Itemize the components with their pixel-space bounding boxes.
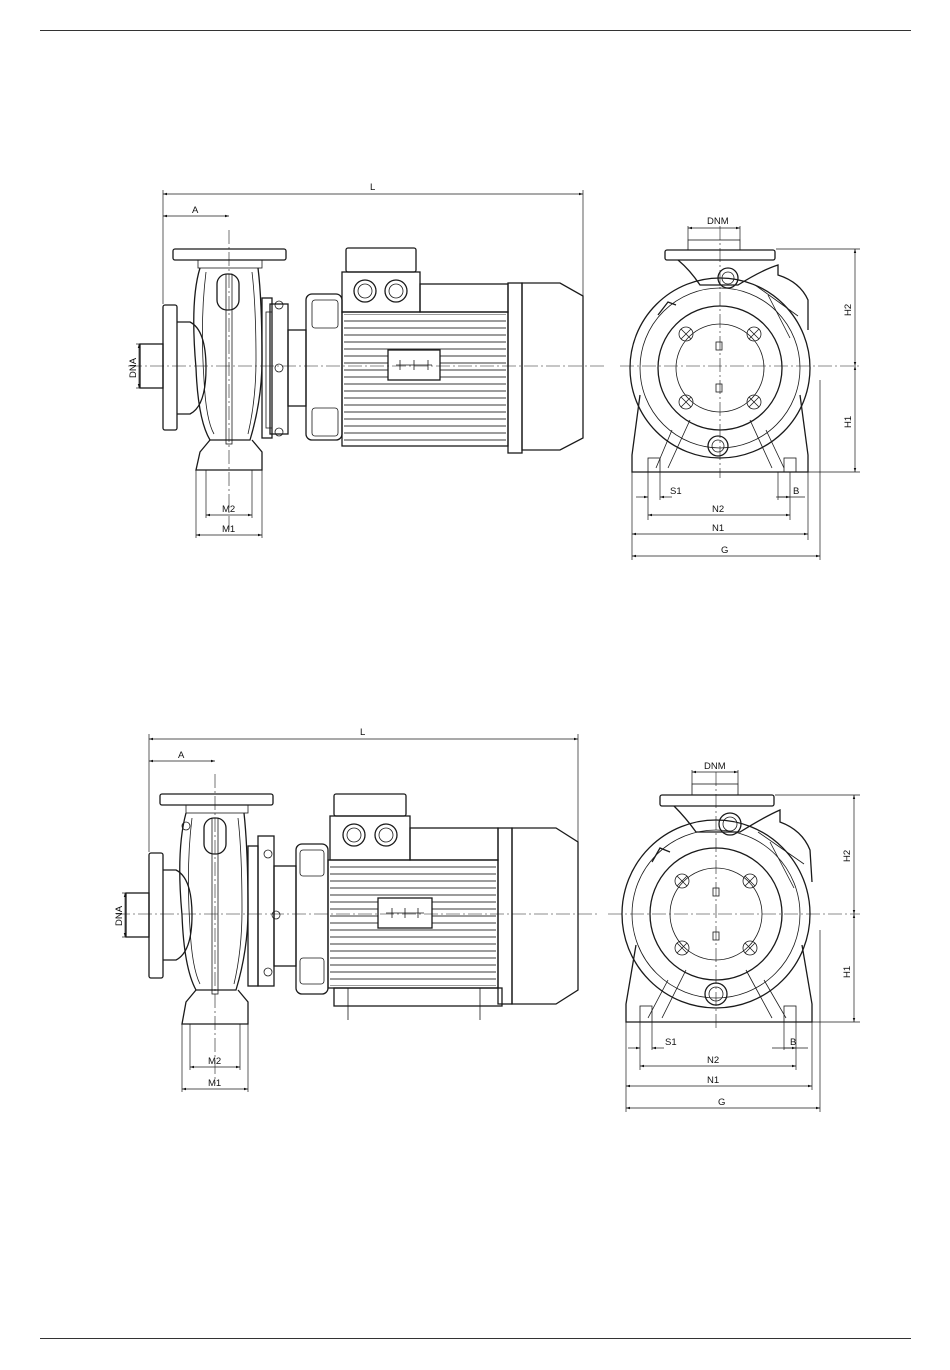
fig1-label-H2: H2	[843, 304, 854, 316]
fig2-label-L: L	[360, 727, 365, 738]
fig2-label-A: A	[178, 750, 185, 761]
figure-2-front-view	[608, 770, 860, 1112]
fig1-label-L: L	[370, 182, 375, 193]
fig1-label-A: A	[192, 205, 199, 216]
fig2-label-N2: N2	[707, 1055, 719, 1066]
figure-2-side-view	[116, 734, 598, 1092]
figure-1-side-view	[128, 190, 604, 538]
fig2-label-S1: S1	[665, 1037, 677, 1048]
fig2-label-N1: N1	[707, 1075, 719, 1086]
fig1-label-DNM: DNM	[707, 216, 729, 227]
fig1-label-G: G	[721, 545, 728, 556]
fig1-label-M2: M2	[222, 504, 235, 515]
fig2-label-M1: M1	[208, 1078, 221, 1089]
fig2-label-DNM: DNM	[704, 761, 726, 772]
fig1-label-H1: H1	[843, 416, 854, 428]
fig1-label-S1: S1	[670, 486, 682, 497]
fig2-label-B: B	[790, 1037, 796, 1048]
fig1-label-M1: M1	[222, 524, 235, 535]
fig1-label-N2: N2	[712, 504, 724, 515]
fig1-label-N1: N1	[712, 523, 724, 534]
figure-1-front-view	[620, 226, 860, 560]
fig1-label-DNA: DNA	[128, 357, 139, 378]
fig2-label-H2: H2	[842, 850, 853, 862]
fig2-label-H1: H1	[842, 966, 853, 978]
fig2-label-G: G	[718, 1097, 725, 1108]
fig2-label-DNA: DNA	[114, 905, 125, 926]
fig2-label-M2: M2	[208, 1056, 221, 1067]
fig1-label-B: B	[793, 486, 799, 497]
